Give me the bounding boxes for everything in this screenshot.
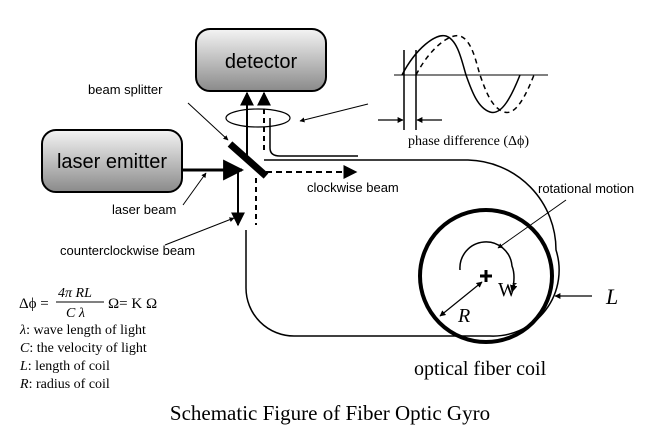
legend-item: R: radius of coil [19, 377, 110, 392]
phase-wave-inset [299, 34, 548, 130]
fiber-loop [245, 159, 560, 337]
length-symbol: L [605, 284, 618, 309]
wave-dashed [415, 34, 535, 114]
formula-rhs: Ω= K Ω [108, 296, 157, 312]
laser-emitter-box: laser emitter [41, 129, 183, 193]
formula: Δϕ = 4π RL C λ Ω= K Ω [19, 286, 157, 321]
coil-center-mark [480, 270, 492, 282]
formula-denominator: C λ [66, 306, 85, 321]
radius-arrow [439, 281, 483, 317]
detector-output-path [269, 118, 358, 157]
interference-ring [225, 108, 291, 128]
detector-box: detector [195, 28, 327, 92]
legend-item: λ: wave length of light [19, 323, 146, 338]
laser-emitter-label: laser emitter [57, 151, 167, 173]
beam-splitter-leader [187, 102, 229, 141]
formula-numerator: 4π RL [58, 286, 92, 301]
legend-item: L: length of coil [19, 359, 110, 374]
rotational-motion-label: rotational motion [538, 181, 634, 196]
laser-beam-leader [182, 172, 207, 206]
legend-item: C: the velocity of light [20, 341, 147, 356]
detector-label: detector [225, 51, 298, 73]
optical-fiber-coil-circle [418, 208, 554, 344]
phase-difference-label: phase difference (Δϕ) [408, 134, 529, 149]
counterclockwise-beam-label: counterclockwise beam [60, 243, 195, 258]
inset-leader [299, 103, 369, 123]
figure-caption: Schematic Figure of Fiber Optic Gyro [170, 401, 490, 425]
symbol-legend: λ: wave length of light C: the velocity … [19, 323, 147, 392]
wave-solid [401, 34, 521, 114]
counterclockwise-leader [164, 217, 235, 246]
rotational-motion-leader [497, 199, 567, 249]
clockwise-beam-label: clockwise beam [307, 180, 399, 195]
beam-splitter-label: beam splitter [88, 82, 163, 97]
optical-fiber-coil-label: optical fiber coil [414, 358, 547, 380]
laser-beam-label: laser beam [112, 202, 176, 217]
omega-symbol: W [498, 279, 517, 301]
formula-lhs: Δϕ = [19, 296, 49, 312]
radius-symbol: R [457, 305, 470, 327]
